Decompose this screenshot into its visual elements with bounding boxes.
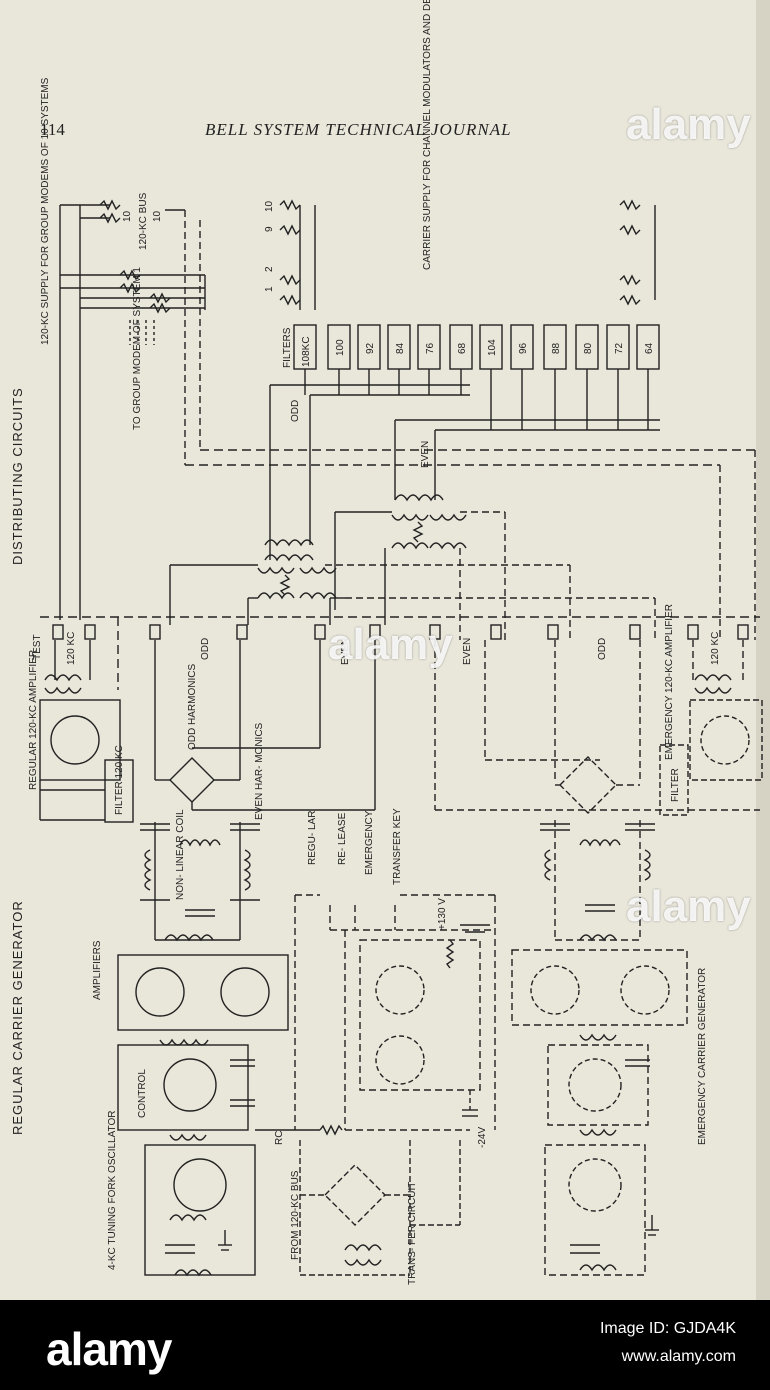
label-nonlinear-coil: NON- LINEAR COIL <box>175 809 186 900</box>
label-odd-2: ODD <box>597 638 608 660</box>
label-transfer-circuit: TRANS- FER CIRCUIT <box>407 1182 418 1285</box>
label-num-10: 10 <box>264 200 275 212</box>
journal-page: 114 BELL SYSTEM TECHNICAL JOURNAL <box>0 0 770 1300</box>
label-plus-130v: +130 V <box>437 898 448 930</box>
section-title-regular-generator: REGULAR CARRIER GENERATOR <box>10 900 25 1135</box>
label-120kc-bus: 120-KC BUS <box>138 192 149 250</box>
diagram-labels: DISTRIBUTING CIRCUITS REGULAR CARRIER GE… <box>10 0 721 1285</box>
filter-value: 80 <box>583 342 594 354</box>
label-10-b: 10 <box>152 210 163 222</box>
label-to-group-modem: TO GROUP MODEM OF SYSTEM 1 <box>132 267 143 430</box>
label-filters: FILTERS <box>282 327 293 368</box>
stock-footer: alamy Image ID: GJDA4K www.alamy.com <box>0 1300 770 1390</box>
filter-value: 68 <box>457 342 468 354</box>
page-edge <box>756 0 770 1300</box>
label-even-2: EVEN <box>462 638 473 665</box>
filter-value: 64 <box>644 342 655 354</box>
label-amplifiers: AMPLIFIERS <box>92 940 103 1000</box>
label-num-9: 9 <box>264 226 275 232</box>
circuit-diagram: 108KC 100 92 84 76 68 104 96 88 80 72 64… <box>10 0 763 1285</box>
label-even-1: EVEN <box>340 638 351 665</box>
filter-value: 104 <box>487 339 498 356</box>
label-filter-emergency: FILTER <box>670 768 681 802</box>
label-num-2: 2 <box>264 266 275 272</box>
filter-value: 108KC <box>301 336 312 367</box>
label-120kc-supply: 120-KC SUPPLY FOR GROUP MODEMS OF 10 SYS… <box>40 77 51 345</box>
footer-logo: alamy <box>46 1323 172 1375</box>
label-test: TEST <box>32 634 43 660</box>
section-title-distributing: DISTRIBUTING CIRCUITS <box>10 387 25 565</box>
label-filter-120kc: FILTER 120 KC <box>114 745 125 815</box>
label-odd-1: ODD <box>200 638 211 660</box>
label-odd-harmonics: ODD HARMONICS <box>187 664 198 750</box>
label-even-harmonics: EVEN HAR- MONICS <box>254 722 265 820</box>
label-carrier-supply: CARRIER SUPPLY FOR CHANNEL MODULATORS AN… <box>422 0 433 270</box>
filter-values: 108KC 100 92 84 76 68 104 96 88 80 72 64 <box>301 336 655 367</box>
filter-value: 100 <box>335 339 346 356</box>
label-oscillator: 4-KC TUNING FORK OSCILLATOR <box>107 1111 118 1270</box>
label-emergency-amplifier: EMERGENCY 120-KC AMPLIFIER <box>664 604 675 760</box>
label-transfer-key: TRANSFER KEY <box>392 808 403 885</box>
label-emergency-key: EMERGENCY <box>364 810 375 875</box>
image-id: Image ID: GJDA4K <box>599 1320 736 1337</box>
page-header: 114 BELL SYSTEM TECHNICAL JOURNAL <box>0 118 770 148</box>
section-title-emergency-generator: EMERGENCY CARRIER GENERATOR <box>697 968 708 1145</box>
filter-value: 76 <box>425 342 436 354</box>
label-minus-24v: -24V <box>477 1127 488 1148</box>
watermark-logo-top: alamy <box>626 100 751 149</box>
label-10-a: 10 <box>122 210 133 222</box>
label-120kc-right: 120 KC <box>710 632 721 665</box>
label-regular-amplifier: REGULAR 120-KC AMPLIFIER <box>28 650 39 790</box>
page-number: 114 <box>40 120 65 139</box>
label-odd-top: ODD <box>290 400 301 422</box>
running-head: BELL SYSTEM TECHNICAL JOURNAL <box>205 120 512 139</box>
label-num-1: 1 <box>264 286 275 292</box>
label-rc: RC <box>274 1131 285 1145</box>
filter-value: 72 <box>614 342 625 354</box>
filter-value: 96 <box>518 342 529 354</box>
watermark-logo-bottom: alamy <box>626 882 751 931</box>
filter-value: 88 <box>551 342 562 354</box>
filter-value: 92 <box>365 342 376 354</box>
label-from-bus: FROM 120-KC BUS <box>290 1170 301 1260</box>
label-control: CONTROL <box>137 1069 148 1118</box>
filter-value: 84 <box>395 342 406 354</box>
footer-url: www.alamy.com <box>621 1348 736 1365</box>
label-release-key: RE- LEASE <box>337 812 348 865</box>
label-regular-key: REGU- LAR <box>307 811 318 865</box>
watermark-logo-middle: alamy <box>328 620 453 669</box>
label-even-top: EVEN <box>420 441 431 468</box>
label-120kc-left: 120 KC <box>66 632 77 665</box>
